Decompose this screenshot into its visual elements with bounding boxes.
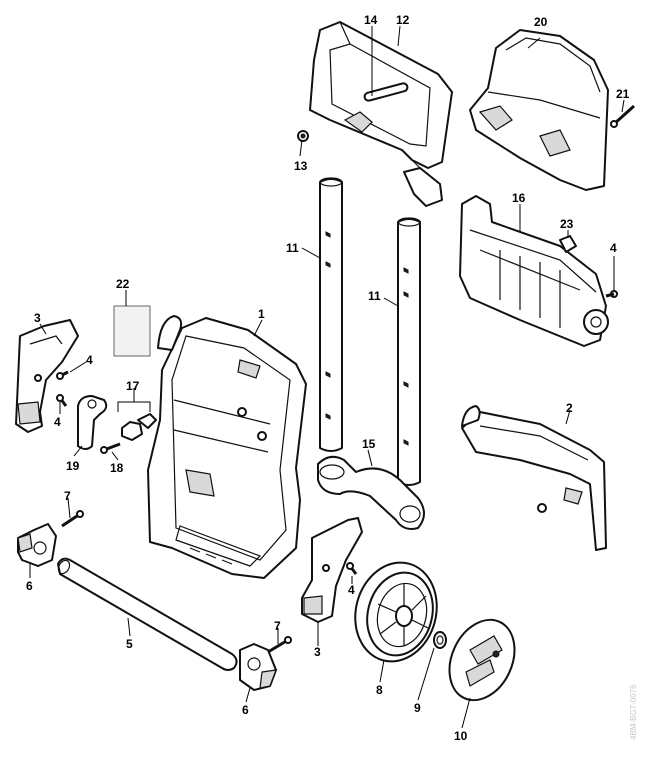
callout-21: 21	[616, 87, 630, 101]
part-18-screw	[100, 442, 121, 454]
part-21-screw	[610, 104, 636, 128]
part-7-screw-upper	[61, 510, 84, 528]
callout-16: 16	[512, 191, 526, 205]
part-11-tube-right	[397, 217, 421, 486]
part-6-cap-left	[17, 523, 57, 567]
part-1-housing	[147, 315, 307, 579]
callout-12: 12	[396, 13, 410, 27]
part-14-rod	[363, 82, 409, 102]
callout-labels: 14 12 13 20 21 16 23 4 11 11 1 22 3 4 4 …	[26, 13, 630, 743]
part-4-screw-c	[346, 562, 358, 575]
part-10-hubcap	[448, 618, 516, 702]
callout-4-b: 4	[54, 415, 61, 429]
part-23-clip	[559, 235, 577, 253]
part-13-screw	[297, 130, 309, 142]
part-15-bridge	[317, 455, 425, 530]
callout-19: 19	[66, 459, 80, 473]
part-19-bracket	[77, 395, 108, 450]
part-20-cover	[469, 29, 609, 191]
callout-11-left: 11	[286, 241, 299, 255]
part-7-screw-lower	[267, 636, 292, 654]
part-16-holder	[459, 195, 609, 347]
callout-1: 1	[258, 307, 265, 321]
part-5-axle	[57, 557, 238, 671]
callout-18: 18	[110, 461, 124, 475]
part-6-cap-right	[239, 643, 277, 691]
callout-7-lower: 7	[274, 619, 281, 633]
part-4-screw-a	[56, 370, 69, 380]
part-4-screw-b	[56, 394, 68, 407]
part-3-cover-left	[15, 319, 79, 433]
part-11-tube-left	[319, 177, 343, 452]
callout-7-upper: 7	[64, 489, 71, 503]
leader-lines	[29, 25, 625, 729]
callout-6-right: 6	[242, 703, 249, 717]
part-3-cover-right	[301, 517, 363, 623]
callout-20: 20	[534, 15, 548, 29]
callout-3-right: 3	[314, 645, 321, 659]
callout-3-left: 3	[34, 311, 41, 325]
watermark-code: 4BM-BGT-0076	[629, 684, 638, 740]
callout-15: 15	[362, 437, 376, 451]
part-2-housing	[461, 405, 607, 551]
callout-11-right: 11	[368, 289, 381, 303]
part-17-clip	[121, 413, 157, 441]
callout-23: 23	[560, 217, 574, 231]
part-4-screw-right	[605, 290, 618, 298]
callout-17: 17	[126, 379, 140, 393]
callout-13: 13	[294, 159, 308, 173]
callout-4-a: 4	[86, 353, 93, 367]
callout-4-d: 4	[348, 583, 355, 597]
callout-4-right: 4	[610, 241, 617, 255]
callout-14: 14	[364, 13, 378, 27]
callout-2: 2	[566, 401, 573, 415]
part-9-washer	[433, 631, 447, 649]
callout-6-left: 6	[26, 579, 33, 593]
part-22-label	[113, 305, 151, 357]
callout-10: 10	[454, 729, 468, 743]
callout-22: 22	[116, 277, 130, 291]
callout-8: 8	[376, 683, 383, 697]
callout-9: 9	[414, 701, 421, 715]
callout-5: 5	[126, 637, 133, 651]
part-8-wheel	[354, 561, 438, 663]
